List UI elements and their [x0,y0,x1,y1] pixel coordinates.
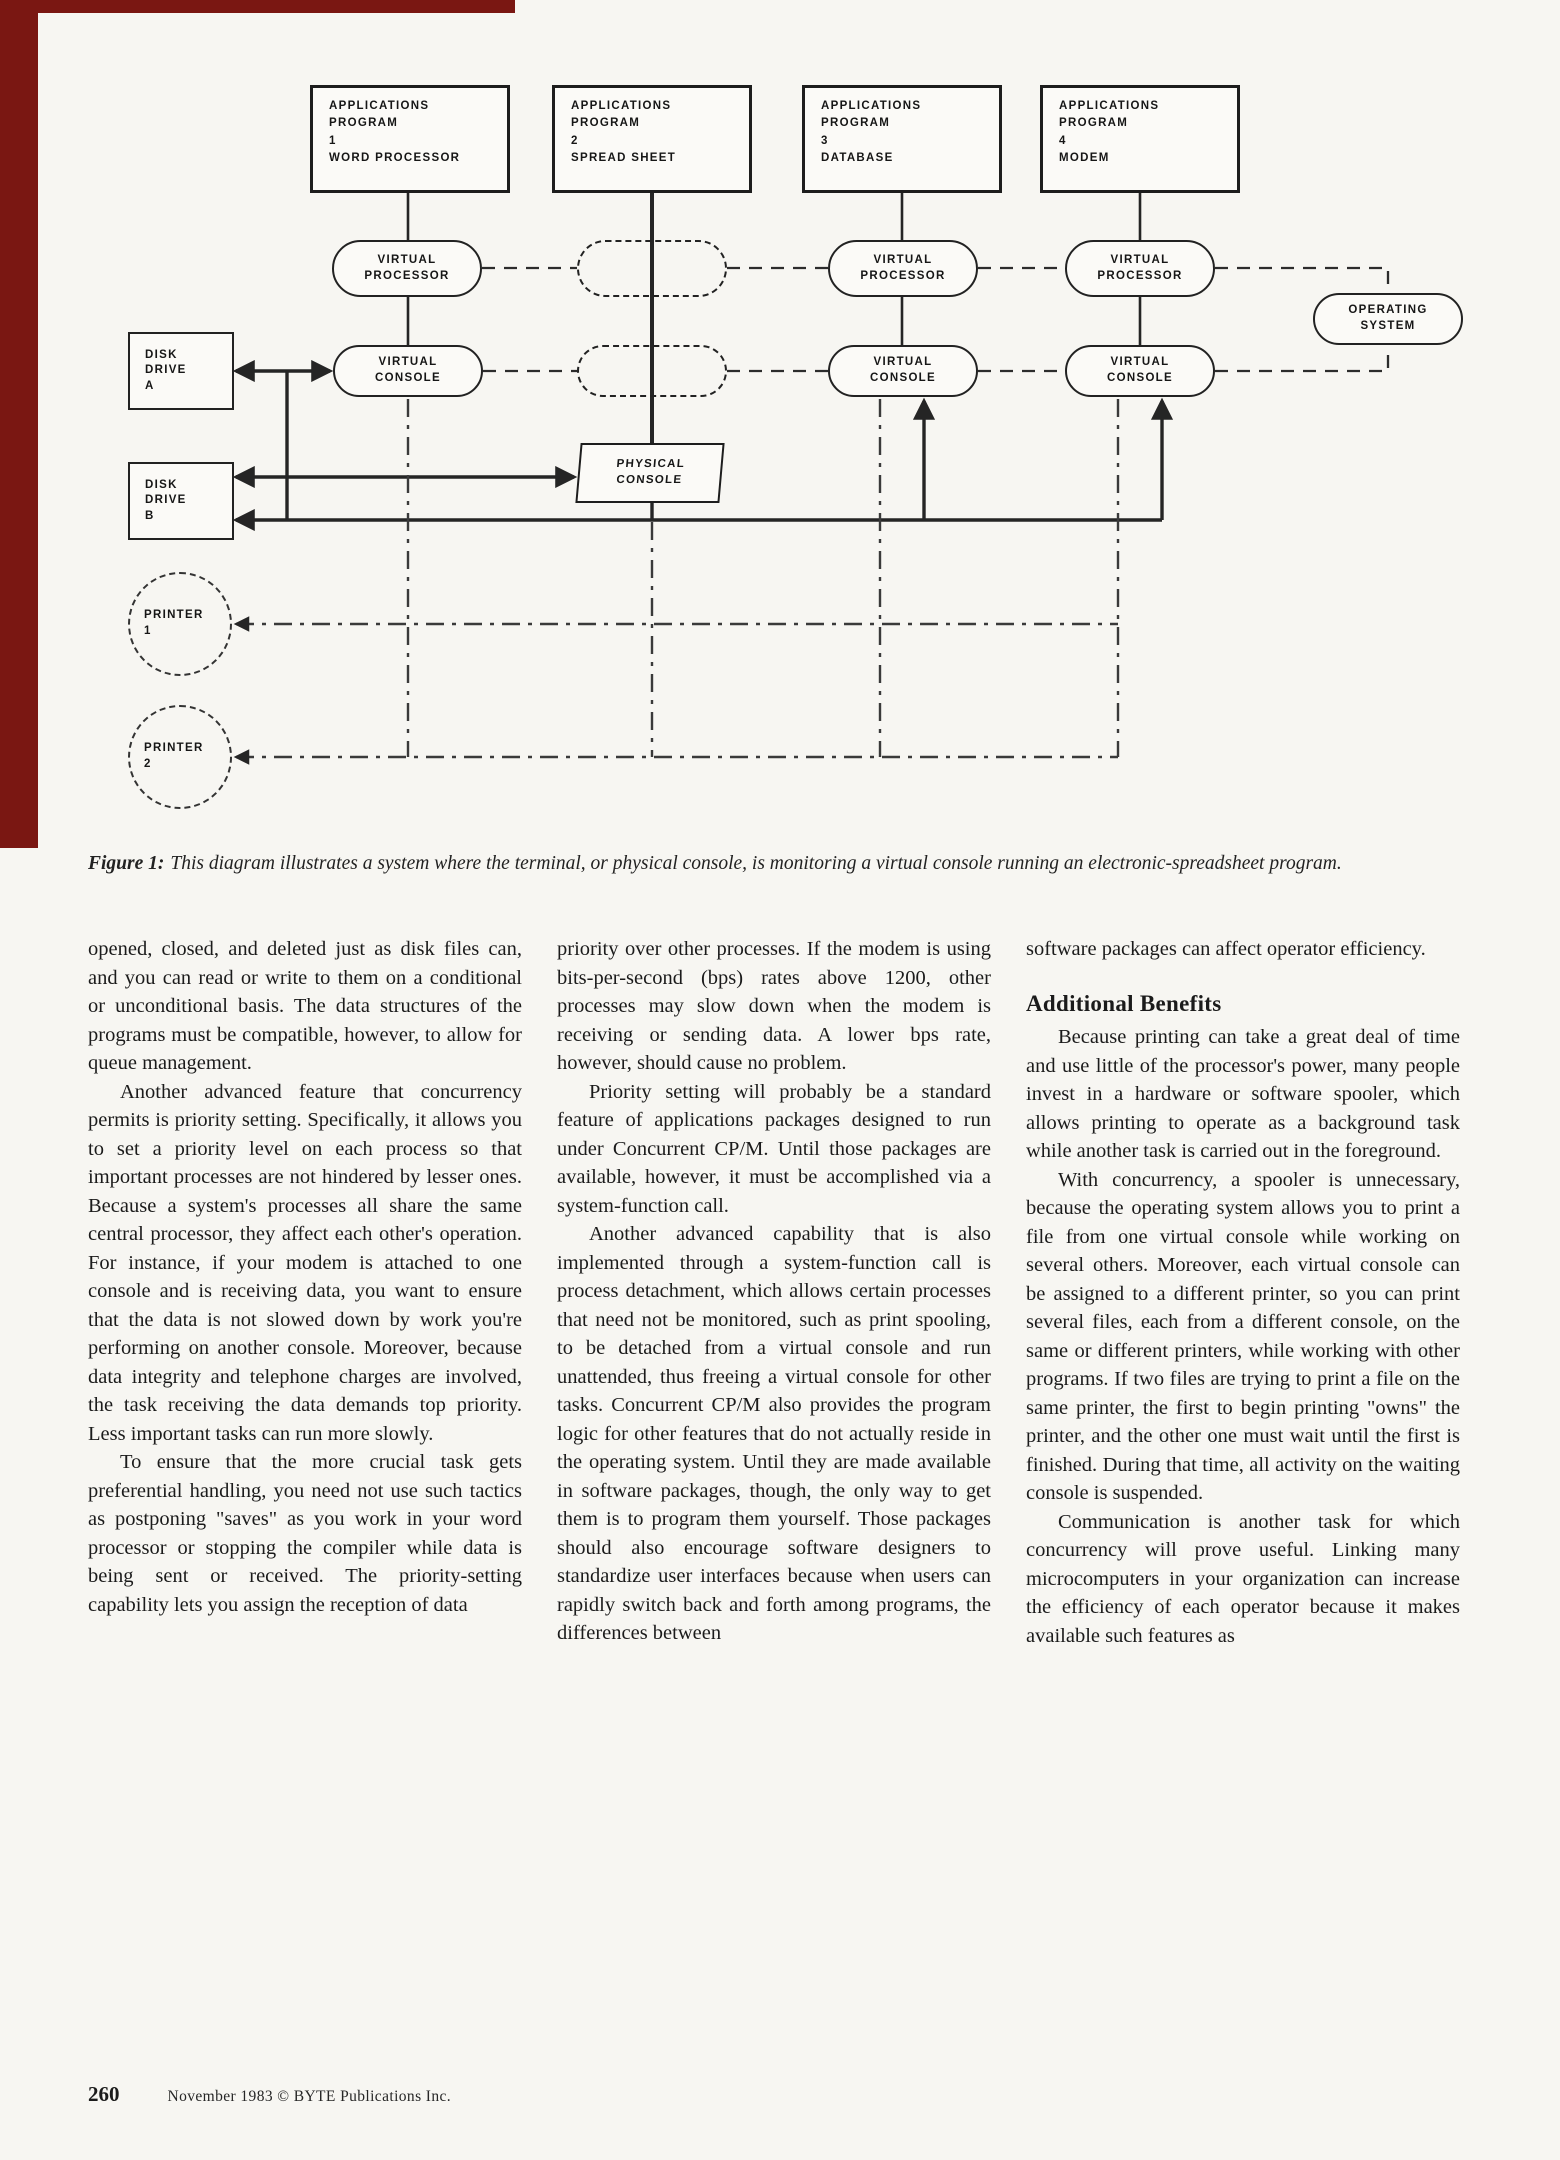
paragraph: Another advanced feature that concurrenc… [88,1080,522,1445]
virtual-processor-1-label: VIRTUAL PROCESSOR [364,253,450,282]
paragraph: Priority setting will probably be a stan… [557,1080,991,1217]
applications-program-4-label: APPLICATIONS PROGRAM 4 MODEM [1059,100,1160,164]
figure-caption-text: This diagram illustrates a system where … [170,853,1342,874]
printer-2-node: PRINTER 2 [128,705,232,809]
virtual-console-1-node: VIRTUAL CONSOLE [333,345,483,397]
printer-1-label: PRINTER 1 [144,609,204,637]
paragraph: With concurrency, a spooler is unnecessa… [1026,1168,1460,1505]
paragraph: Another advanced capability that is also… [557,1223,991,1644]
paragraph: software packages can affect operator ef… [1026,938,1426,960]
paragraph: priority over other processes. If the mo… [557,938,991,1074]
paragraph: Communication is another task for which … [1026,1510,1460,1647]
disk-drive-b-box: DISK DRIVE B [128,462,234,540]
virtual-console-3-label: VIRTUAL CONSOLE [870,356,936,384]
applications-program-2-box: APPLICATIONS PROGRAM 2 SPREAD SHEET [552,85,752,193]
article-column-1: opened, closed, and deleted just as disk… [88,935,522,1650]
applications-program-3-label: APPLICATIONS PROGRAM 3 DATABASE [821,100,922,164]
virtual-console-2-node-dashed [577,345,727,397]
operating-system-node: OPERATING SYSTEM [1313,293,1463,345]
virtual-console-4-node: VIRTUAL CONSOLE [1065,345,1215,397]
disk-drive-a-label: DISK DRIVE A [145,348,187,392]
page-footer: 260 November 1983 © BYTE Publications Inc… [88,2082,451,2107]
printer-1-node: PRINTER 1 [128,572,232,676]
virtual-processor-4-label: VIRTUAL PROCESSOR [1097,253,1183,282]
paragraph: To ensure that the more crucial task get… [88,1451,522,1616]
virtual-console-1-label: VIRTUAL CONSOLE [375,356,441,384]
article-body: opened, closed, and deleted just as disk… [88,935,1460,1650]
disk-drive-b-label: DISK DRIVE B [145,478,187,522]
physical-console-label: PHYSICAL CONSOLE [615,458,686,486]
article-column-3: software packages can affect operator ef… [1026,935,1460,1650]
operating-system-label: OPERATING SYSTEM [1348,304,1428,332]
virtual-processor-1-node: VIRTUAL PROCESSOR [332,240,482,297]
virtual-console-3-node: VIRTUAL CONSOLE [828,345,978,397]
paragraph: opened, closed, and deleted just as disk… [88,938,522,1074]
virtual-processor-4-node: VIRTUAL PROCESSOR [1065,240,1215,297]
applications-program-1-box: APPLICATIONS PROGRAM 1 WORD PROCESSOR [310,85,510,193]
figure-1-diagram: APPLICATIONS PROGRAM 1 WORD PROCESSOR AP… [0,0,1560,850]
virtual-console-4-label: VIRTUAL CONSOLE [1107,356,1173,384]
figure-caption-label: Figure 1: [88,853,165,874]
page-edge-red-strip [0,0,515,13]
footer-publication-text: November 1983 © BYTE Publications Inc. [167,2088,452,2105]
paragraph: Because printing can take a great deal o… [1026,1026,1460,1163]
page-edge-red-bar [0,0,38,848]
figure-caption: Figure 1:This diagram illustrates a syst… [88,850,1473,878]
article-column-2: priority over other processes. If the mo… [557,935,991,1650]
page-number: 260 [88,2082,120,2106]
disk-drive-a-box: DISK DRIVE A [128,332,234,410]
virtual-processor-2-node-dashed [577,240,727,297]
applications-program-1-label: APPLICATIONS PROGRAM 1 WORD PROCESSOR [329,100,461,164]
virtual-processor-3-node: VIRTUAL PROCESSOR [828,240,978,297]
section-heading-additional-benefits: Additional Benefits [1026,990,1222,1016]
diagram-connector-lines [232,193,1390,765]
virtual-processor-3-label: VIRTUAL PROCESSOR [860,253,946,282]
printer-2-label: PRINTER 2 [144,742,204,770]
applications-program-3-box: APPLICATIONS PROGRAM 3 DATABASE [802,85,1002,193]
applications-program-2-label: APPLICATIONS PROGRAM 2 SPREAD SHEET [571,100,677,164]
applications-program-4-box: APPLICATIONS PROGRAM 4 MODEM [1040,85,1240,193]
physical-console-box: PHYSICAL CONSOLE [575,443,725,503]
